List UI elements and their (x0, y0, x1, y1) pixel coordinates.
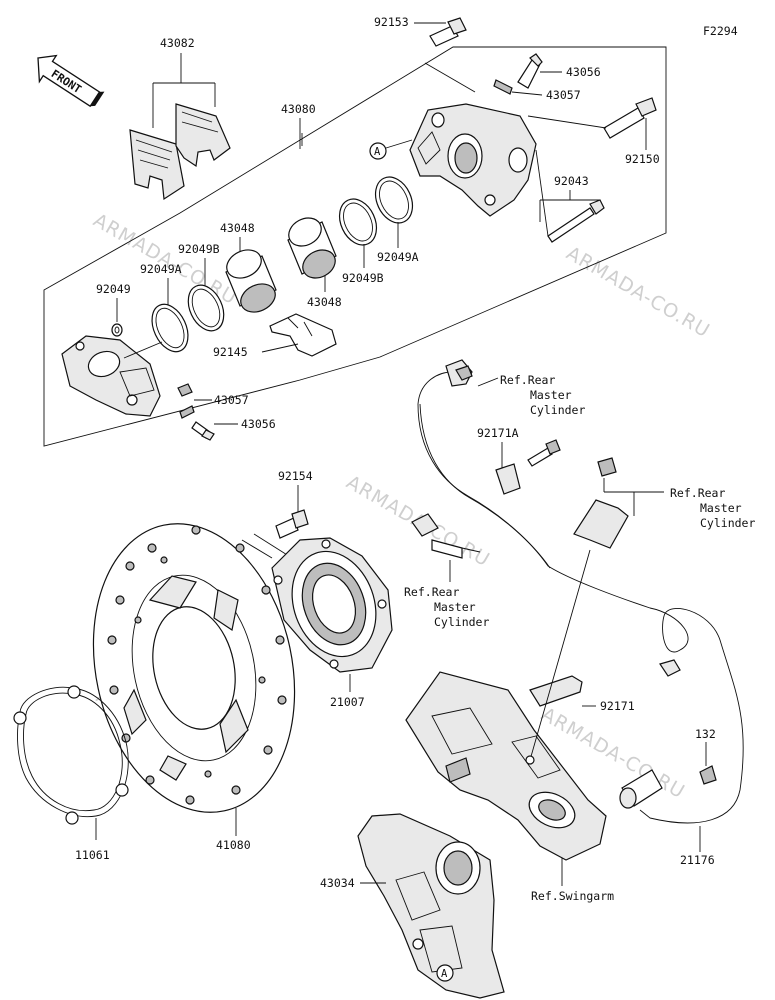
piston-43048-left: 43048 (220, 221, 277, 313)
callout-92049A-mid: 92049A (377, 250, 419, 264)
ref-rmc-2-line3: Cylinder (434, 615, 489, 629)
callout-43056-top: 43056 (566, 65, 601, 79)
seal-92049B-left: 92049B (178, 242, 225, 332)
callout-43056-bot: 43056 (241, 417, 276, 431)
callout-92154: 92154 (278, 469, 313, 483)
ref-rear-master-cylinder-2: Ref.Rear Master Cylinder (404, 513, 489, 629)
brake-pad-right (175, 103, 231, 168)
callout-a-top: A (374, 146, 381, 158)
front-arrow: FRONT (37, 54, 105, 108)
callout-41080: 41080 (216, 838, 251, 852)
pin-92043: 92043 (535, 149, 605, 243)
swingarm-caliper-holder: Ref.Swingarm (405, 671, 614, 903)
ref-swingarm: Ref.Swingarm (531, 889, 614, 903)
seal-92049A-mid: 92049A (374, 176, 419, 264)
spring-92145: 92145 (213, 313, 337, 359)
ref-rmc-3-line1: Ref.Rear (670, 486, 725, 500)
ref-rmc-2-line2: Master (434, 600, 476, 614)
ref-rmc-1-line3: Cylinder (530, 403, 585, 417)
bleed-valve-top: 43056 43057 (493, 53, 601, 102)
caliper-bracket-43034: 43034 A (320, 813, 505, 999)
bracket-92171: 92171 (525, 549, 635, 765)
callout-43057-top: 43057 (546, 88, 581, 102)
ref-rmc-3-line2: Master (700, 501, 742, 515)
callout-92049A-left: 92049A (140, 262, 182, 276)
callout-43082: 43082 (160, 36, 195, 50)
seal-92049B-mid: 92049B (338, 198, 384, 285)
callout-43048-mid: 43048 (307, 295, 342, 309)
callout-92049B-mid: 92049B (342, 271, 384, 285)
abs-rotor-ring-21007: 21007 (271, 537, 393, 709)
callout-92153: 92153 (374, 15, 409, 29)
callout-43048-left: 43048 (220, 221, 255, 235)
callout-92145: 92145 (213, 345, 248, 359)
callout-92171A: 92171A (477, 426, 519, 440)
ref-rmc-2-line1: Ref.Rear (404, 585, 459, 599)
callout-11061: 11061 (75, 848, 110, 862)
washer-92049: 92049 (96, 282, 131, 337)
caliper-body-top (409, 103, 537, 217)
callout-43034: 43034 (320, 876, 355, 890)
callout-43057-bot: 43057 (214, 393, 249, 407)
callout-132: 132 (695, 727, 716, 741)
caliper-body-bottom (61, 335, 163, 417)
bolt-92150: 92150 (527, 97, 660, 166)
ref-rmc-1-line2: Master (530, 388, 572, 402)
callout-92049B-left: 92049B (178, 242, 220, 256)
bleed-valve-bottom: 43057 43056 (177, 383, 276, 441)
ref-rear-master-cylinder-3: Ref.Rear Master Cylinder (573, 457, 755, 549)
callout-21007: 21007 (330, 695, 365, 709)
seal-92049A-left: 92049A (140, 262, 189, 353)
ref-rmc-3-line3: Cylinder (700, 516, 755, 530)
brake-pads-43082: 43082 (129, 36, 231, 201)
gasket-11061: 11061 (13, 685, 129, 862)
bracket-92171A: 92171A (477, 426, 561, 495)
callout-21176: 21176 (680, 853, 715, 867)
abs-sensor-132: 132 (619, 727, 717, 809)
abs-sensor-cable-21176: 21176 (417, 359, 744, 867)
bolt-92154: 92154 (241, 469, 313, 559)
ref-circle-a-top (369, 142, 387, 160)
caliper-assembly-frame (43, 46, 667, 447)
bolt-92153: 92153 (374, 15, 467, 47)
ref-circle-a-bottom (436, 964, 454, 982)
callout-92049: 92049 (96, 282, 131, 296)
leader-bolt-to-caliper (424, 62, 476, 93)
ref-rmc-1-line1: Ref.Rear (500, 373, 555, 387)
piston-43048-mid: 43048 (287, 217, 342, 309)
callout-92150: 92150 (625, 152, 660, 166)
callout-92043: 92043 (554, 174, 589, 188)
callout-a-bottom: A (441, 968, 448, 980)
brake-disc-41080: 41080 (92, 523, 296, 852)
callout-92171: 92171 (600, 699, 635, 713)
ref-rear-master-cylinder-1: Ref.Rear Master Cylinder (477, 373, 585, 417)
watermark-2: ARMADA-CO.RU (563, 242, 714, 342)
figure-code: F2294 (703, 24, 738, 38)
callout-43080: 43080 (281, 102, 316, 116)
